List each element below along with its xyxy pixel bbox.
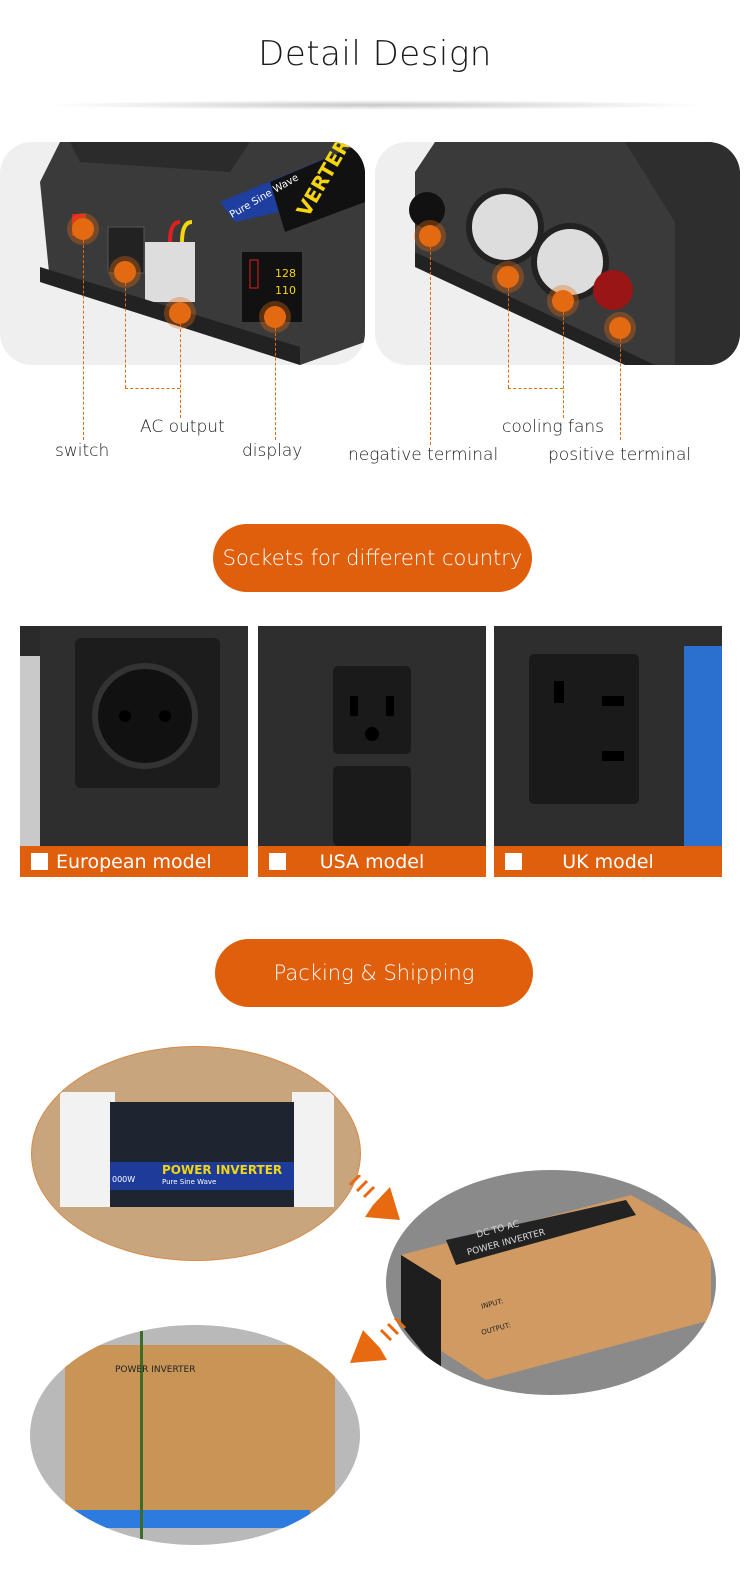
arrow-down-right-icon: [348, 1175, 400, 1220]
hotspot-cooling-fan-2: [552, 290, 574, 312]
checkbox-icon: [269, 853, 286, 870]
carton-box-photo: DC TO AC POWER INVERTER INPUT: OUTPUT:: [386, 1170, 716, 1395]
hotspot-switch: [72, 218, 94, 240]
label-cooling-fans: cooling fans: [502, 417, 605, 437]
title-shadow-divider: [40, 100, 710, 110]
leader-line: [180, 324, 181, 418]
leader-line: [508, 288, 509, 388]
leader-line: [508, 388, 563, 389]
checkbox-icon: [505, 853, 522, 870]
leader-line: [620, 339, 621, 440]
hotspot-positive-terminal: [609, 317, 631, 339]
socket-label-european: European model: [56, 850, 212, 873]
label-switch: switch: [55, 441, 110, 461]
hotspot-display: [264, 306, 286, 328]
leader-line: [563, 312, 564, 418]
leader-line: [125, 283, 126, 388]
label-display: display: [242, 441, 303, 461]
label-positive-terminal: positive terminal: [548, 445, 692, 465]
socket-usa-card: USA model: [258, 626, 486, 877]
svg-text:128: 128: [275, 267, 296, 280]
hotspot-ac-output-terminal: [169, 302, 191, 324]
leader-line: [125, 388, 180, 389]
packing-section-heading: Packing & Shipping: [215, 939, 533, 1007]
socket-label-uk: UK model: [562, 850, 654, 873]
front-panel-photo: VERTER Pure Sine Wave 128 110: [0, 142, 365, 365]
hotspot-ac-output-socket: [114, 261, 136, 283]
leader-line: [275, 328, 276, 440]
sockets-section-heading: Sockets for different country: [213, 524, 532, 592]
socket-european-card: European model: [20, 626, 248, 877]
socket-label-usa: USA model: [319, 850, 425, 873]
hotspot-cooling-fan-1: [497, 266, 519, 288]
label-negative-terminal: negative terminal: [348, 445, 499, 465]
back-panel-photo: [375, 142, 740, 365]
socket-uk-card: UK model: [494, 626, 722, 877]
svg-text:110: 110: [275, 284, 296, 297]
label-ac-output: AC output: [140, 417, 225, 437]
leader-line: [83, 240, 84, 440]
leader-line: [430, 247, 431, 445]
arrow-down-left-icon: [350, 1318, 407, 1363]
pallet-shipment-photo: POWER INVERTER: [30, 1325, 360, 1545]
boxed-inverter-photo: POWER INVERTER Pure Sine Wave 000W: [31, 1046, 361, 1261]
section-title-detail-design: Detail Design: [258, 34, 492, 74]
hotspot-negative-terminal: [419, 225, 441, 247]
checkbox-icon: [31, 853, 48, 870]
